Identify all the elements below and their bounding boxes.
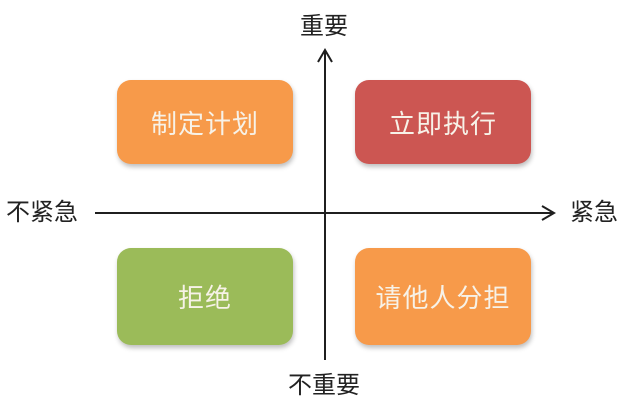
right-arrow-icon — [541, 205, 556, 221]
quadrant-do-now-label: 立即执行 — [388, 109, 497, 140]
quadrant-plan: 制定计划 — [117, 80, 293, 164]
quadrant-reject: 拒绝 — [117, 248, 293, 345]
quadrant-reject-label: 拒绝 — [177, 284, 232, 314]
up-arrow-icon — [317, 48, 333, 63]
quadrant-do-now: 立即执行 — [355, 80, 531, 164]
y-axis-top-label: 重要 — [300, 12, 348, 40]
x-axis-left-label: 不紧急 — [6, 198, 78, 226]
y-axis-bottom-label: 不重要 — [288, 371, 360, 399]
quadrant-delegate: 请他人分担 — [355, 248, 531, 345]
quadrant-plan-label: 制定计划 — [150, 109, 259, 140]
x-axis-right-label: 紧急 — [570, 198, 618, 226]
quadrant-delegate-label: 请他人分担 — [375, 284, 511, 314]
